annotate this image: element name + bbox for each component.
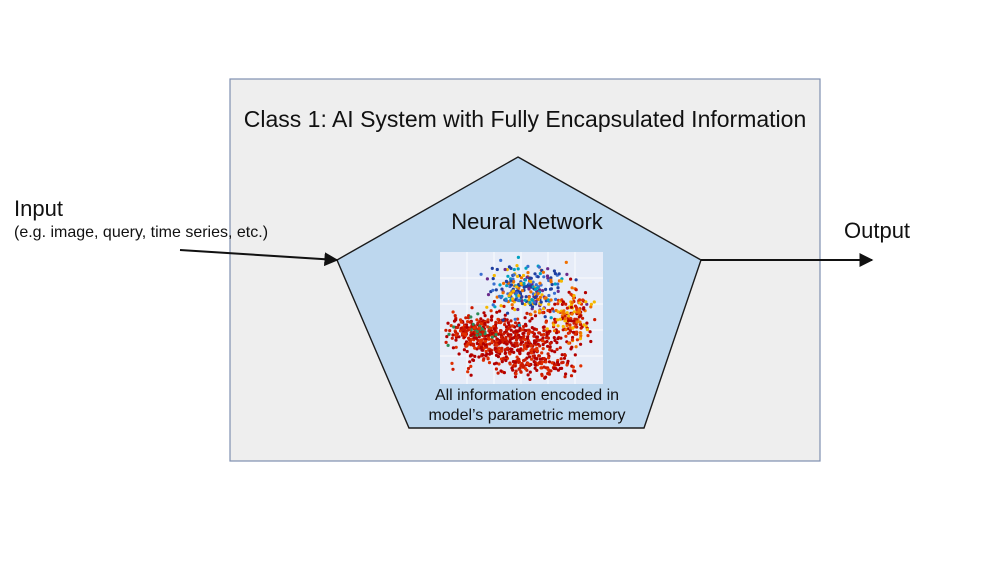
memory-caption: All information encoded in model’s param… <box>400 386 654 426</box>
input-arrow-icon <box>179 249 339 267</box>
embedding-scatter-plot-icon <box>440 252 603 384</box>
input-title: Input <box>14 196 63 221</box>
output-title: Output <box>844 218 911 243</box>
input-subtitle: (e.g. image, query, time series, etc.) <box>14 224 269 241</box>
system-title: Class 1: AI System with Fully Encapsulat… <box>243 106 807 132</box>
memory-caption-line-1: All information encoded in <box>434 387 620 404</box>
memory-caption-line-2: model’s parametric memory <box>428 407 626 424</box>
neural-network-title: Neural Network <box>451 209 603 234</box>
